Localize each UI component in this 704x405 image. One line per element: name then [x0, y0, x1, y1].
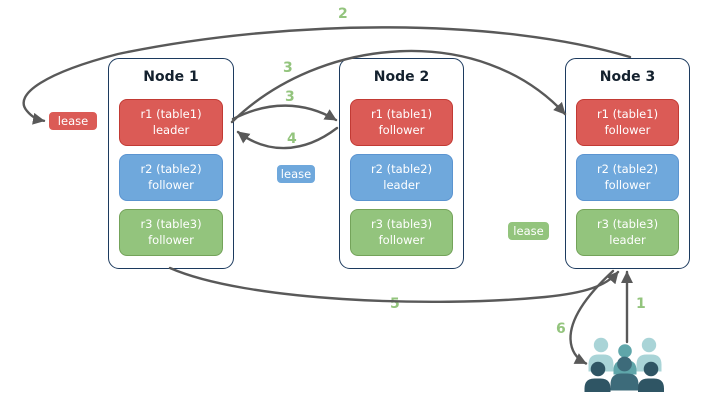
- replica-role: leader: [609, 232, 646, 247]
- lease-badge-table3: lease: [507, 221, 550, 241]
- step-label-2: 2: [338, 6, 348, 22]
- arrow-step3-short: [231, 104, 338, 122]
- lease-badge-table2: lease: [276, 164, 316, 184]
- replica-r2-table2: r2 (table2) follower: [576, 154, 679, 201]
- replica-role: leader: [383, 177, 420, 192]
- replica-name: r1 (table1): [370, 107, 433, 122]
- arrow-step6: [569, 269, 615, 365]
- replica-role: leader: [152, 122, 190, 137]
- replica-name: r2 (table2): [140, 162, 202, 177]
- replica-r1-table1: r1 (table1) leader: [119, 99, 223, 146]
- replica-role: follower: [148, 232, 194, 247]
- replica-r3-table3: r3 (table3) follower: [119, 209, 223, 256]
- node-title: Node 3: [599, 69, 656, 85]
- node-box-3: Node 3 r1 (table1) follower r2 (table2) …: [565, 58, 690, 269]
- replica-r1-table1: r1 (table1) follower: [350, 99, 453, 146]
- replica-name: r2 (table2): [596, 162, 659, 177]
- replica-role: follower: [378, 122, 425, 137]
- replica-name: r3 (table3): [596, 217, 659, 232]
- step-label-3a: 3: [283, 60, 293, 76]
- replica-r3-table3: r3 (table3) leader: [576, 209, 679, 256]
- step-label-1: 1: [636, 296, 646, 312]
- replica-r2-table2: r2 (table2) follower: [119, 154, 223, 201]
- lease-badge-table1: lease: [48, 111, 98, 131]
- step-label-4: 4: [287, 131, 297, 147]
- replica-role: follower: [378, 232, 425, 247]
- step-label-6: 6: [556, 321, 566, 337]
- replica-r1-table1: r1 (table1) follower: [576, 99, 679, 146]
- node-title: Node 1: [143, 69, 199, 85]
- replica-name: r1 (table1): [596, 107, 659, 122]
- replica-role: follower: [604, 177, 651, 192]
- replica-name: r3 (table3): [370, 217, 433, 232]
- replica-name: r1 (table1): [140, 107, 202, 122]
- node-title: Node 2: [373, 69, 430, 85]
- step-label-5: 5: [390, 296, 400, 312]
- step-label-3b: 3: [285, 89, 295, 105]
- replica-role: follower: [604, 122, 651, 137]
- replica-name: r3 (table3): [140, 217, 202, 232]
- replica-r2-table2: r2 (table2) leader: [350, 154, 453, 201]
- node-box-1: Node 1 r1 (table1) leader r2 (table2) fo…: [108, 58, 234, 269]
- replica-r3-table3: r3 (table3) follower: [350, 209, 453, 256]
- users-icon: [584, 337, 664, 392]
- node-box-2: Node 2 r1 (table1) follower r2 (table2) …: [339, 58, 464, 269]
- replica-role: follower: [148, 177, 194, 192]
- replica-name: r2 (table2): [370, 162, 433, 177]
